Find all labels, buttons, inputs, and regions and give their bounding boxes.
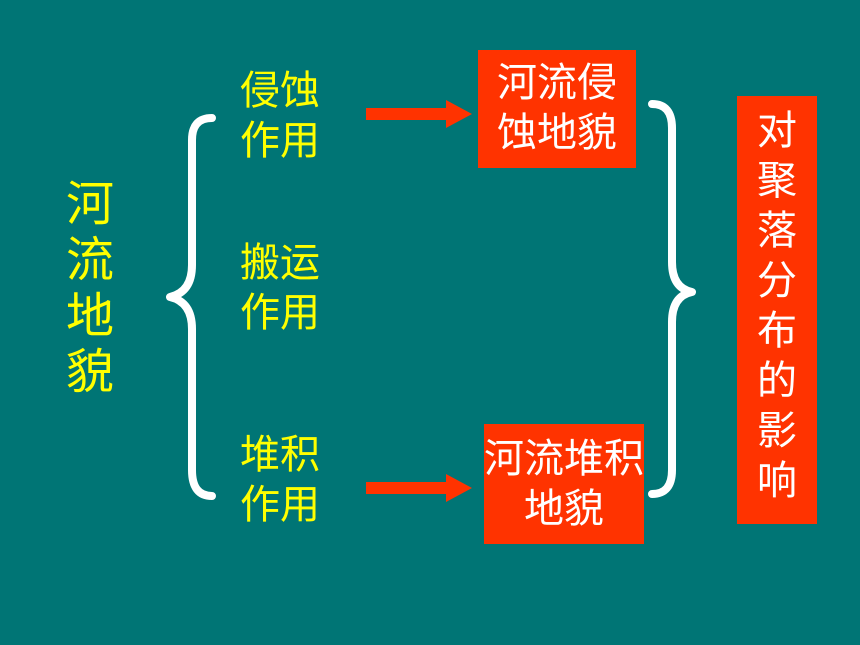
arrow-erosion bbox=[366, 100, 472, 128]
landform-erosion-box: 河流侵蚀地貌 bbox=[478, 50, 636, 168]
landform-deposition-box: 河流堆积地貌 bbox=[484, 424, 644, 544]
process-erosion: 侵蚀作用 bbox=[240, 68, 320, 164]
arrow-deposition bbox=[366, 474, 472, 502]
impact-box: 对聚落分布的影响 bbox=[737, 96, 817, 524]
right-brace bbox=[648, 100, 696, 498]
left-brace bbox=[166, 114, 216, 500]
process-deposition: 堆积作用 bbox=[240, 432, 320, 528]
main-topic-label: 河流地貌 bbox=[65, 176, 114, 400]
process-transport: 搬运作用 bbox=[240, 240, 320, 336]
